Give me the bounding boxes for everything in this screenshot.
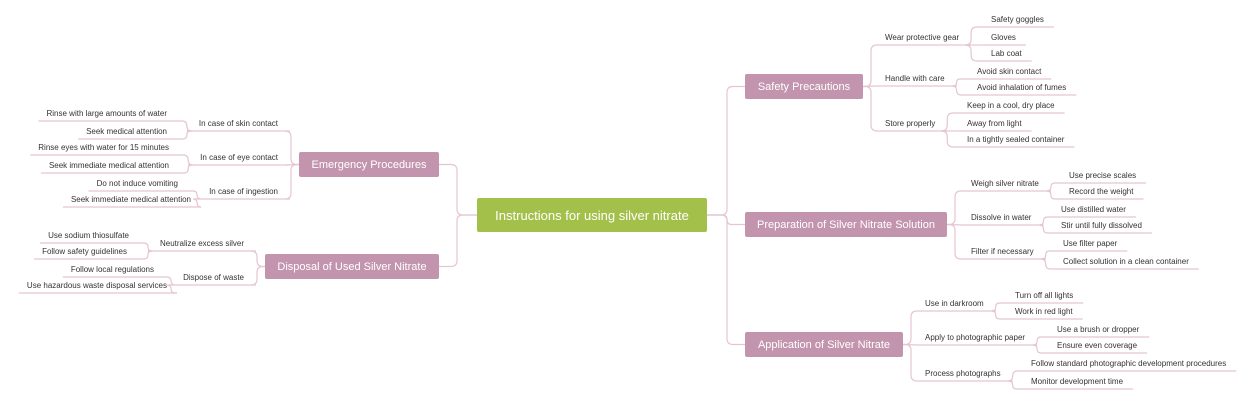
node-use-in-darkroom[interactable]: Use in darkroom — [925, 299, 984, 308]
connector-node-use-distilled-water — [1039, 216, 1053, 226]
connector-node-use-in-darkroom — [903, 310, 918, 346]
connector-node-work-in-red-light — [991, 310, 1007, 320]
connector-node-seek-medical — [177, 130, 191, 140]
node-use-filter-paper[interactable]: Use filter paper — [1063, 239, 1118, 248]
connector-node-local-regulations — [164, 276, 176, 286]
node-avoid-skin-contact[interactable]: Avoid skin contact — [977, 67, 1042, 76]
node-monitor-development[interactable]: Monitor development time — [1031, 377, 1124, 386]
node-collect-solution[interactable]: Collect solution in a clean container — [1063, 257, 1189, 266]
node-use-precise-scales[interactable]: Use precise scales — [1069, 171, 1137, 180]
node-work-in-red-light[interactable]: Work in red light — [1015, 307, 1073, 316]
node-neutralize-silver[interactable]: Neutralize excess silver — [159, 239, 244, 248]
connector-node-weigh-silver-nitrate — [947, 190, 963, 226]
connector-node-avoid-skin-contact — [953, 78, 969, 87]
node-avoid-inhalation[interactable]: Avoid inhalation of fumes — [977, 83, 1067, 92]
connector-node-sealed-container — [941, 130, 959, 148]
node-dissolve-in-water[interactable]: Dissolve in water — [971, 213, 1032, 222]
connector-node-ingestion — [284, 163, 299, 200]
node-use-brush-or-dropper[interactable]: Use a brush or dropper — [1057, 325, 1140, 334]
node-stir-until-dissolved[interactable]: Stir until fully dissolved — [1061, 221, 1142, 230]
branch-disposal[interactable]: Disposal of Used Silver Nitrate — [265, 254, 439, 279]
connector-node-rinse-eyes — [179, 154, 194, 166]
node-safety-guidelines[interactable]: Follow safety guidelines — [42, 247, 127, 256]
node-seek-immediate-1[interactable]: Seek immediate medical attention — [48, 161, 169, 170]
connector-node-no-vomiting — [188, 190, 202, 200]
node-rinse-eyes[interactable]: Rinse eyes with water for 15 minutes — [38, 143, 169, 152]
node-local-regulations[interactable]: Follow local regulations — [70, 265, 154, 274]
connector-node-sodium-thiosulfate — [139, 242, 153, 252]
node-follow-development[interactable]: Follow standard photographic development… — [1031, 359, 1227, 368]
branch-safety-precautions[interactable]: Safety Precautions — [745, 74, 863, 99]
node-sodium-thiosulfate[interactable]: Use sodium thiosulfate — [48, 231, 129, 240]
node-process-photographs[interactable]: Process photographs — [925, 369, 1001, 378]
node-store-properly[interactable]: Store properly — [885, 119, 936, 128]
connector-node-use-precise-scales — [1046, 182, 1061, 192]
node-lab-coat[interactable]: Lab coat — [991, 49, 1022, 58]
connector-root-branch-disposal — [439, 214, 477, 268]
connector-root-branch-emergency — [439, 163, 477, 216]
connector-node-rinse-large-water — [177, 120, 192, 132]
connector-node-ensure-even-coverage — [1033, 344, 1049, 354]
connector-node-follow-development — [1007, 370, 1023, 382]
branch-emergency[interactable]: Emergency Procedures — [299, 152, 439, 177]
node-turn-off-lights[interactable]: Turn off all lights — [1015, 291, 1074, 300]
node-ingestion[interactable]: In case of ingestion — [209, 187, 278, 196]
connector-node-turn-off-lights — [991, 302, 1007, 312]
connector-node-keep-cool-dry — [941, 112, 959, 132]
node-ensure-even-coverage[interactable]: Ensure even coverage — [1057, 341, 1138, 350]
node-hazardous-waste[interactable]: Use hazardous waste disposal services — [26, 281, 167, 290]
node-keep-cool-dry[interactable]: Keep in a cool, dry place — [967, 101, 1055, 110]
connector-root-branch-safety-precautions — [707, 85, 745, 216]
connector-node-skin-contact — [284, 130, 299, 166]
connector-root-branch-application — [707, 214, 745, 346]
connector-node-use-filter-paper — [1041, 250, 1055, 260]
connector-node-safety-goggles — [965, 26, 983, 46]
connector-node-hazardous-waste — [167, 284, 177, 294]
node-filter-if-necessary[interactable]: Filter if necessary — [971, 247, 1034, 256]
connector-node-safety-guidelines — [137, 250, 153, 260]
node-no-vomiting[interactable]: Do not induce vomiting — [96, 179, 178, 188]
node-use-distilled-water[interactable]: Use distilled water — [1061, 205, 1126, 214]
connector-node-record-weight — [1046, 190, 1061, 200]
node-seek-immediate-2[interactable]: Seek immediate medical attention — [70, 195, 191, 204]
connector-node-collect-solution — [1040, 258, 1055, 270]
node-away-from-light[interactable]: Away from light — [967, 119, 1022, 128]
connector-node-dispose-of-waste — [250, 265, 265, 286]
node-safety-goggles[interactable]: Safety goggles — [991, 15, 1044, 24]
branch-application[interactable]: Application of Silver Nitrate — [745, 332, 903, 357]
node-record-weight[interactable]: Record the weight — [1069, 187, 1134, 196]
node-wear-protective-gear[interactable]: Wear protective gear — [885, 33, 960, 42]
connector-node-stir-until-dissolved — [1039, 224, 1053, 234]
node-gloves[interactable]: Gloves — [991, 33, 1016, 42]
node-weigh-silver-nitrate[interactable]: Weigh silver nitrate — [971, 179, 1039, 188]
connector-node-filter-if-necessary — [947, 223, 963, 260]
connector-node-lab-coat — [965, 44, 983, 62]
connector-node-process-photographs — [903, 343, 918, 382]
node-rinse-large-water[interactable]: Rinse with large amounts of water — [46, 109, 168, 118]
connector-node-monitor-development — [1008, 380, 1023, 390]
connector-node-use-brush-or-dropper — [1033, 336, 1049, 346]
node-apply-to-paper[interactable]: Apply to photographic paper — [925, 333, 1026, 342]
node-seek-medical[interactable]: Seek medical attention — [86, 127, 167, 136]
connector-node-neutralize-silver — [250, 250, 265, 268]
branch-preparation[interactable]: Preparation of Silver Nitrate Solution — [745, 212, 947, 237]
node-sealed-container[interactable]: In a tightly sealed container — [967, 135, 1065, 144]
root-topic[interactable]: Instructions for using silver nitrate — [477, 198, 707, 232]
connector-node-avoid-inhalation — [952, 85, 969, 96]
connector-node-store-properly — [863, 85, 878, 132]
connector-node-seek-immediate-1 — [179, 164, 193, 174]
node-dispose-of-waste[interactable]: Dispose of waste — [183, 273, 244, 282]
node-eye-contact[interactable]: In case of eye contact — [200, 153, 278, 162]
node-skin-contact[interactable]: In case of skin contact — [198, 119, 278, 128]
connector-node-seek-immediate-2 — [193, 198, 202, 208]
connector-node-wear-protective-gear — [863, 44, 878, 88]
node-handle-with-care[interactable]: Handle with care — [885, 74, 945, 83]
